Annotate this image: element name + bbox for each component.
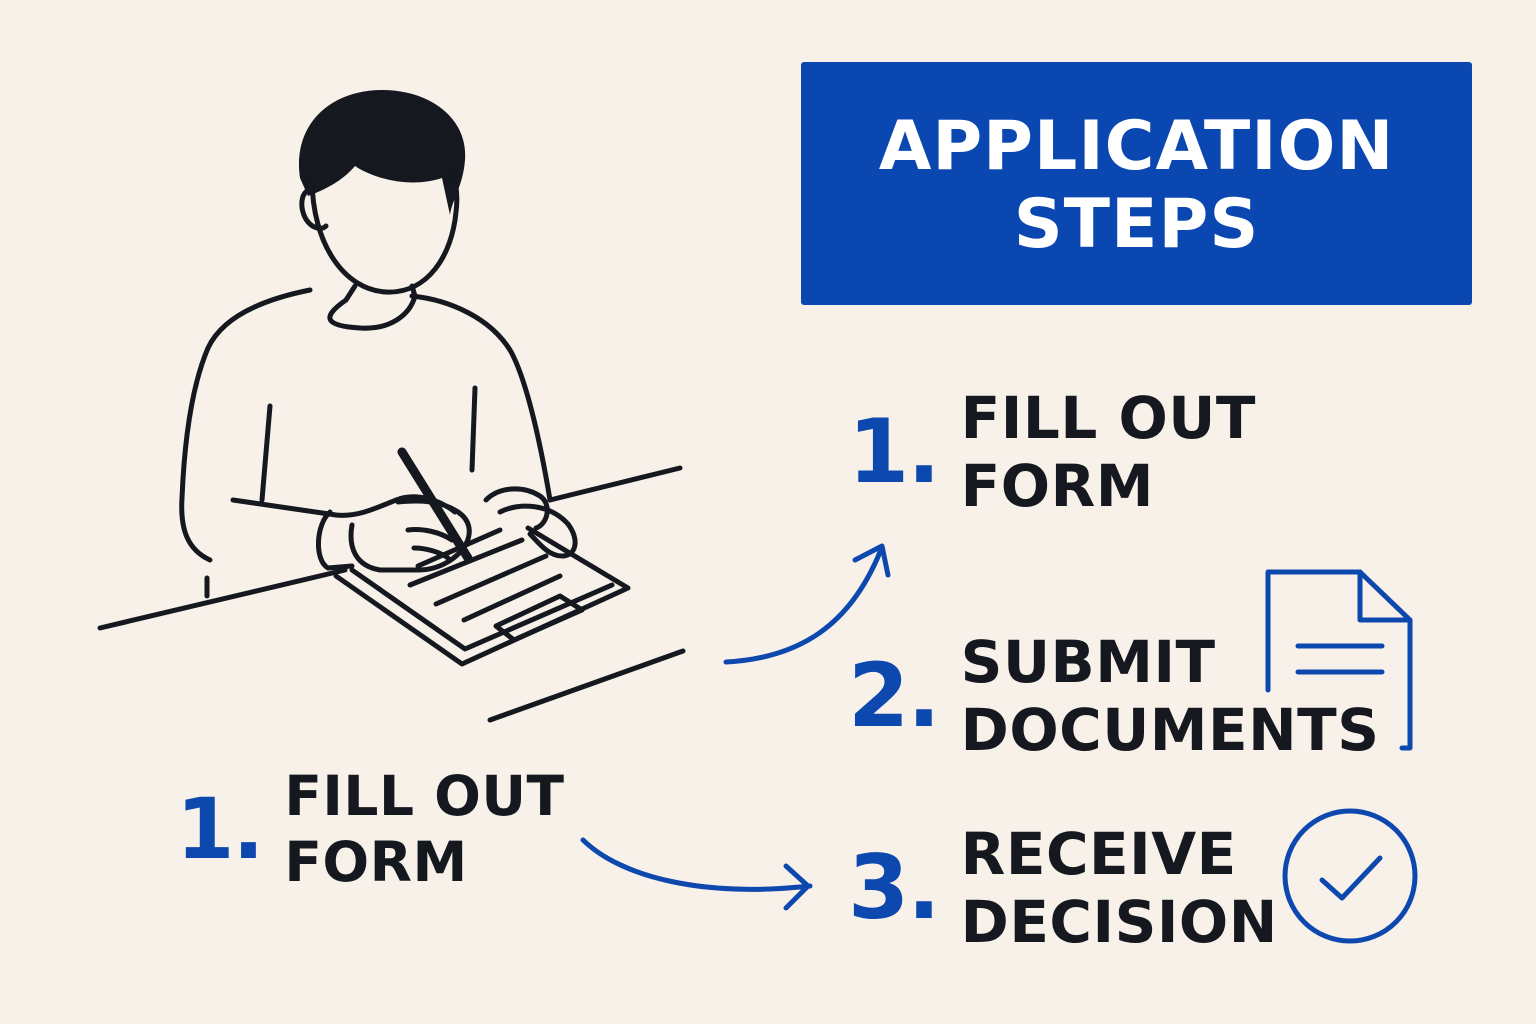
finger-line-1 bbox=[405, 527, 455, 543]
arrow-to-step-3 bbox=[580, 837, 813, 892]
title-banner: APPLICATION STEPS bbox=[801, 62, 1472, 305]
sleeve-fold-left bbox=[259, 403, 273, 503]
check-mark bbox=[1319, 855, 1383, 901]
document-icon bbox=[1265, 569, 1413, 751]
step-text: SUBMIT DOCUMENTS bbox=[961, 628, 1380, 764]
arrow-to-step-1 bbox=[723, 549, 883, 665]
form-line-1 bbox=[415, 527, 503, 569]
step-number: 1. bbox=[176, 780, 264, 878]
right-shoulder-outline bbox=[409, 293, 553, 503]
step-text-line-1: FILL OUT bbox=[960, 384, 1256, 452]
face-outline bbox=[309, 169, 460, 295]
step-text-line-2: FORM bbox=[960, 452, 1154, 520]
table-edge-front bbox=[487, 648, 686, 723]
form-line-3 bbox=[433, 553, 549, 607]
finger-line-2 bbox=[411, 545, 451, 561]
check-circle-icon bbox=[1282, 808, 1418, 944]
step-item-fill-out-form: 1. FILL OUT FORM bbox=[848, 384, 1256, 520]
form-line-4 bbox=[461, 573, 563, 623]
document-outline bbox=[1265, 569, 1413, 751]
step-item-submit-documents: 2. SUBMIT DOCUMENTS bbox=[848, 628, 1380, 764]
arrow-to-step-3-head bbox=[783, 863, 811, 911]
step-text-line-2: DOCUMENTS bbox=[960, 696, 1380, 764]
step-text: FILL OUT FORM bbox=[284, 763, 564, 895]
clipboard-clip bbox=[493, 593, 585, 643]
title-line-2: STEPS bbox=[1013, 184, 1260, 264]
table-edge-back-right bbox=[547, 465, 683, 503]
step-text-line-1: SUBMIT bbox=[960, 628, 1216, 696]
step-text-line-2: FORM bbox=[284, 830, 468, 894]
step-text: RECEIVE DECISION bbox=[961, 820, 1278, 956]
form-line-2 bbox=[407, 537, 525, 588]
flow-arrows bbox=[580, 543, 891, 911]
sleeve-fold-right bbox=[469, 385, 478, 473]
torso-outline bbox=[179, 287, 313, 563]
step-text-line-1: FILL OUT bbox=[284, 764, 565, 828]
step-number: 3. bbox=[848, 836, 941, 939]
step-item-receive-decision: 3. RECEIVE DECISION bbox=[848, 820, 1278, 956]
hair-shape bbox=[298, 90, 466, 215]
ear-outline bbox=[299, 187, 329, 231]
right-hand bbox=[483, 486, 550, 531]
step-number: 2. bbox=[848, 644, 941, 747]
arrow-to-step-1-head bbox=[852, 543, 891, 578]
document-fold bbox=[1357, 569, 1413, 623]
step-text-line-1: RECEIVE bbox=[960, 820, 1237, 888]
step-text: FILL OUT FORM bbox=[961, 384, 1256, 520]
step-text-line-2: DECISION bbox=[960, 888, 1278, 956]
left-cuff bbox=[315, 509, 355, 571]
illustration-step-label: 1. FILL OUT FORM bbox=[176, 763, 565, 895]
step-number: 1. bbox=[848, 400, 941, 503]
check-circle-ring bbox=[1282, 808, 1418, 944]
clipboard-inner bbox=[349, 567, 615, 652]
neck-outline bbox=[327, 283, 418, 331]
title-line-1: APPLICATION bbox=[878, 106, 1395, 186]
person-writing-illustration bbox=[97, 90, 686, 723]
right-hand-palm bbox=[497, 503, 578, 559]
pen-icon bbox=[397, 447, 473, 563]
table-edge-back-left bbox=[97, 567, 348, 631]
